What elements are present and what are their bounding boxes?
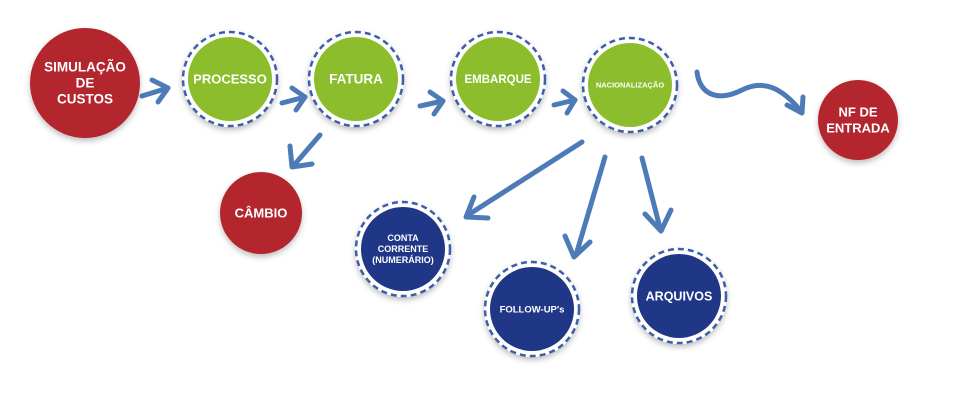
node-circle <box>361 207 445 291</box>
arrow-simulacao-to-processo <box>139 77 171 105</box>
node-processo: PROCESSO <box>181 30 279 128</box>
node-label-line: SIMULAÇÃO <box>44 60 126 75</box>
node-dashed-ring <box>307 30 405 128</box>
node-dashed-ring <box>449 30 547 128</box>
node-label-line: FOLLOW-UP's <box>500 304 565 315</box>
node-dashed-ring <box>483 260 581 358</box>
node-circle <box>456 37 540 121</box>
arrow-nacionalizacao-to-arquivos <box>639 155 674 234</box>
node-circle <box>637 254 721 338</box>
node-label-line: NF DE <box>839 105 878 120</box>
node-circle <box>188 37 272 121</box>
node-nacionalizacao: NACIONALIZAÇÃO <box>581 36 679 134</box>
node-label-line: PROCESSO <box>193 72 267 87</box>
node-circle <box>30 28 140 138</box>
node-label-line: DE <box>76 76 95 91</box>
node-label-line: CONTA <box>387 233 419 243</box>
node-fatura: FATURA <box>307 30 405 128</box>
node-embarque: EMBARQUE <box>449 30 547 128</box>
node-label-line: CUSTOS <box>57 92 113 107</box>
arrow-nacionalizacao-to-nf-entrada <box>694 69 806 116</box>
arrow-fatura-to-cambio <box>287 132 323 170</box>
node-label-line: ARQUIVOS <box>646 289 713 303</box>
node-dashed-ring <box>630 247 728 345</box>
arrow-processo-to-fatura <box>279 85 308 113</box>
node-follow-ups: FOLLOW-UP's <box>483 260 581 358</box>
arrows <box>139 69 806 260</box>
node-circle <box>314 37 398 121</box>
arrow-nacionalizacao-to-conta-corrente <box>463 139 585 221</box>
arrow-nacionalizacao-to-follow-ups <box>562 154 608 260</box>
node-arquivos: ARQUIVOS <box>630 247 728 345</box>
node-label-line: ENTRADA <box>826 121 890 136</box>
node-dashed-ring <box>354 200 452 298</box>
node-circle <box>818 80 898 160</box>
node-label-line: CORRENTE <box>378 244 429 254</box>
arrow-fatura-to-embarque <box>417 89 446 117</box>
node-circle <box>588 43 672 127</box>
node-label-line: (NUMERÁRIO) <box>372 255 434 265</box>
node-circle <box>490 267 574 351</box>
node-label-line: EMBARQUE <box>464 74 531 86</box>
node-circle <box>220 172 302 254</box>
node-dashed-ring <box>581 36 679 134</box>
node-label-line: NACIONALIZAÇÃO <box>596 81 664 90</box>
node-label-line: FATURA <box>329 72 383 87</box>
arrow-embarque-to-nacionalizacao <box>551 88 578 116</box>
node-dashed-ring <box>181 30 279 128</box>
node-label-line: CÂMBIO <box>235 206 288 221</box>
node-cambio: CÂMBIO <box>220 172 302 254</box>
